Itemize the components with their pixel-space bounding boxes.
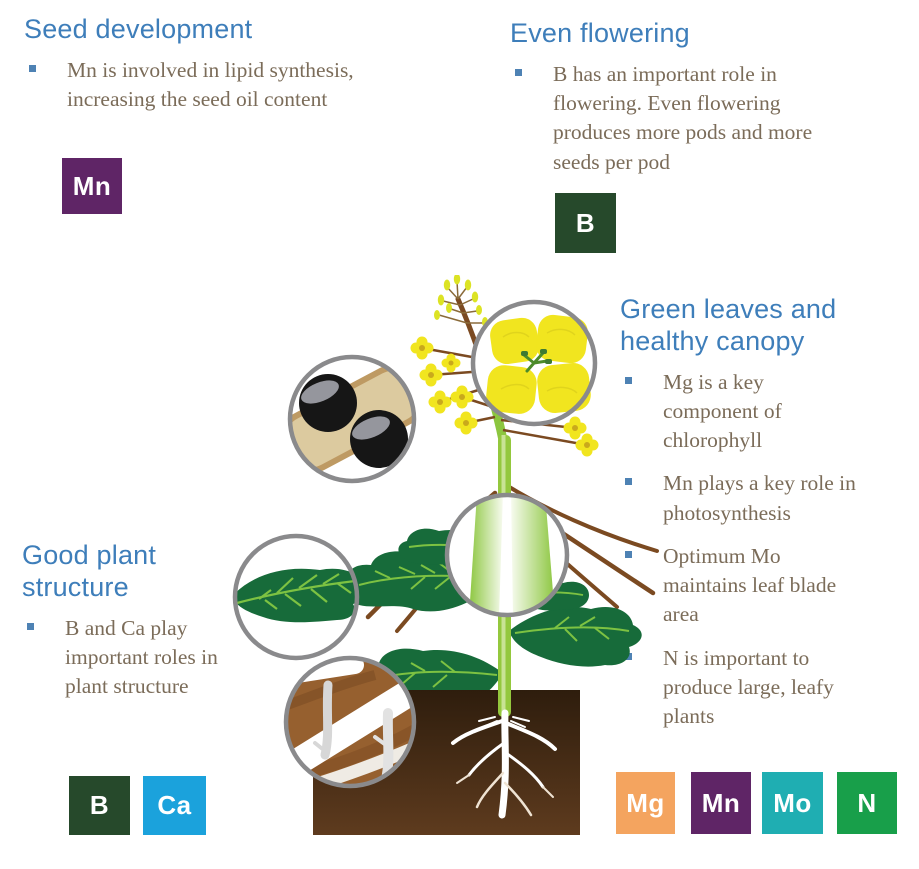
nutrient-badge-mg: Mg (616, 772, 675, 834)
section-title: Seed development (24, 14, 253, 44)
seed-pod-closeup (287, 354, 417, 484)
bullet-square-icon (515, 68, 522, 76)
bullet-text: N is important to produce large, leafy p… (663, 645, 834, 729)
nutrient-badge-b: B (555, 193, 616, 253)
nutrient-badge-mo: Mo (762, 772, 823, 834)
section-title: Even flowering (510, 18, 690, 48)
bullet-text: Optimum Mo maintains leaf blade area (663, 543, 837, 627)
list-item: Mn is involved in lipid synthesis, incre… (24, 56, 454, 114)
section-title: Good plant structure (22, 540, 157, 602)
nutrient-badge-ca: Ca (143, 776, 206, 835)
nutrient-badge-mn: Mn (62, 158, 122, 214)
section-good-plant-structure: Good plant structure B and Ca play impor… (22, 540, 292, 715)
section-even-flowering: Even flowering B has an important role i… (510, 18, 870, 191)
flower-closeup (470, 299, 598, 427)
list-item: B and Ca play important roles in plant s… (22, 614, 292, 702)
bullet-list: B has an important role in flowering. Ev… (510, 60, 870, 177)
section-title: Green leaves and healthy canopy (620, 294, 837, 356)
bullet-text: Mn is involved in lipid synthesis, incre… (67, 57, 354, 112)
list-item: B has an important role in flowering. Ev… (510, 60, 870, 177)
section-seed-development: Seed development Mn is involved in lipid… (24, 14, 454, 128)
bullet-list: Mn is involved in lipid synthesis, incre… (24, 56, 454, 114)
nutrient-badge-mn: Mn (691, 772, 751, 834)
oilseed-rape-plant-illustration (232, 275, 659, 835)
bullet-square-icon (625, 478, 632, 486)
bullet-text: Mg is a key component of chlorophyll (663, 369, 782, 453)
stem-closeup (444, 492, 570, 618)
bullet-square-icon (27, 622, 34, 630)
list-item: Optimum Mo maintains leaf blade area (620, 542, 905, 630)
flower-buds (434, 275, 488, 327)
bullet-square-icon (625, 550, 632, 558)
list-item: Mn plays a key role in photosynthesis (620, 469, 905, 527)
nutrient-badge-n: N (837, 772, 897, 834)
bullet-text: B has an important role in flowering. Ev… (553, 61, 813, 174)
bullet-square-icon (29, 64, 36, 72)
bullet-text: B and Ca play important roles in plant s… (65, 615, 218, 699)
bullet-list: B and Ca play important roles in plant s… (22, 614, 292, 702)
section-green-leaves: Green leaves and healthy canopy Mg is a … (620, 294, 905, 745)
list-item: Mg is a key component of chlorophyll (620, 368, 905, 456)
roots (451, 709, 557, 819)
bullet-square-icon (625, 376, 632, 384)
leaf-closeup (232, 533, 360, 661)
list-item: N is important to produce large, leafy p… (620, 644, 905, 732)
roots-closeup (283, 655, 417, 789)
bullet-list: Mg is a key component of chlorophyll Mn … (620, 368, 905, 732)
nutrient-badge-b: B (69, 776, 130, 835)
bullet-text: Mn plays a key role in photosynthesis (663, 471, 856, 525)
